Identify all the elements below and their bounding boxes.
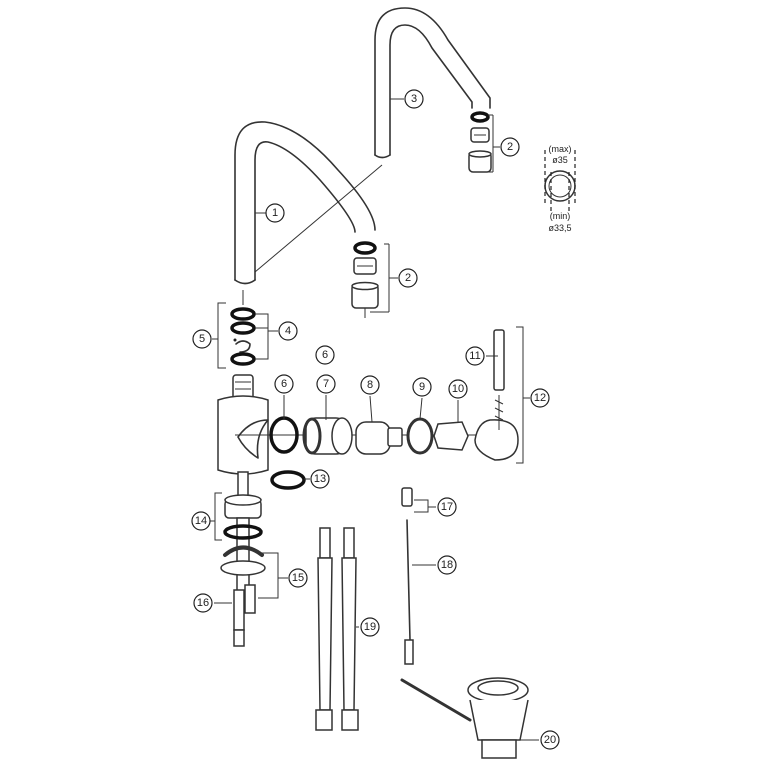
callout-12: 12 [530,388,550,408]
callout-1: 1 [265,203,285,223]
flexible-hoses-19 [315,527,359,731]
cartridge-8 [355,421,403,455]
callout-2-front: 2 [398,268,418,288]
mixer-body [217,374,269,501]
svg-text:6: 6 [322,349,328,361]
svg-text:4: 4 [285,325,291,337]
callout-3: 3 [404,89,424,109]
aerator-2-front [351,241,390,318]
svg-text:2: 2 [507,141,513,153]
callout-7: 7 [316,374,336,394]
svg-text:13: 13 [314,473,326,485]
svg-text:11: 11 [469,350,480,362]
callout-16: 16 [193,593,213,613]
handle-12 [474,419,519,461]
pop-up-waste-20 [467,677,539,759]
svg-text:3: 3 [411,93,417,105]
max-value: ø35 [552,155,568,165]
callout-13: 13 [310,469,330,489]
fixing-set-15 [220,545,288,614]
svg-text:19: 19 [364,621,376,633]
svg-text:15: 15 [292,572,304,584]
cover-10 [433,421,469,451]
svg-text:7: 7 [323,378,329,390]
svg-text:1: 1 [272,207,278,219]
svg-text:17: 17 [441,501,453,513]
callout-4: 4 [278,321,298,341]
callout-6-standalone: 6 [315,345,335,365]
callout-19: 19 [360,617,380,637]
svg-text:5: 5 [199,333,205,345]
svg-text:12: 12 [534,392,546,404]
svg-text:14: 14 [195,515,207,527]
svg-text:6: 6 [281,378,287,390]
spout-3 [374,7,491,159]
svg-text:2: 2 [405,272,411,284]
sleeve-7 [302,417,353,455]
diameter-dimension: (max) ø35 (min) ø33,5 [544,144,576,233]
mounting-set-14 [210,492,263,599]
threaded-rod-16 [214,589,245,647]
seal-set-5 [212,290,278,369]
svg-text:9: 9 [419,381,425,393]
svg-text:20: 20 [544,734,556,746]
max-label: (max) [549,144,572,154]
callout-6: 6 [274,374,294,394]
callout-8: 8 [360,375,380,395]
callout-20: 20 [540,730,560,750]
min-value: ø33,5 [548,223,571,233]
spout-1 [234,121,383,285]
callout-5: 5 [192,329,212,349]
aerator-2-top [468,111,494,173]
pop-up-rod-17-18 [400,487,472,722]
cartridge-assembly [235,326,530,464]
callout-11: 11 [465,346,485,366]
callout-14: 14 [191,511,211,531]
callout-17: 17 [437,497,457,517]
callout-18: 18 [437,555,457,575]
min-label: (min) [550,211,571,221]
svg-text:18: 18 [441,559,453,571]
svg-text:8: 8 [367,379,373,391]
callout-10: 10 [448,379,468,399]
svg-text:16: 16 [197,597,209,609]
callout-9: 9 [412,377,432,397]
callout-2-top: 2 [500,137,520,157]
lever-11 [493,329,505,391]
callout-15: 15 [288,568,308,588]
svg-text:10: 10 [452,383,464,395]
nut-9 [406,417,434,455]
